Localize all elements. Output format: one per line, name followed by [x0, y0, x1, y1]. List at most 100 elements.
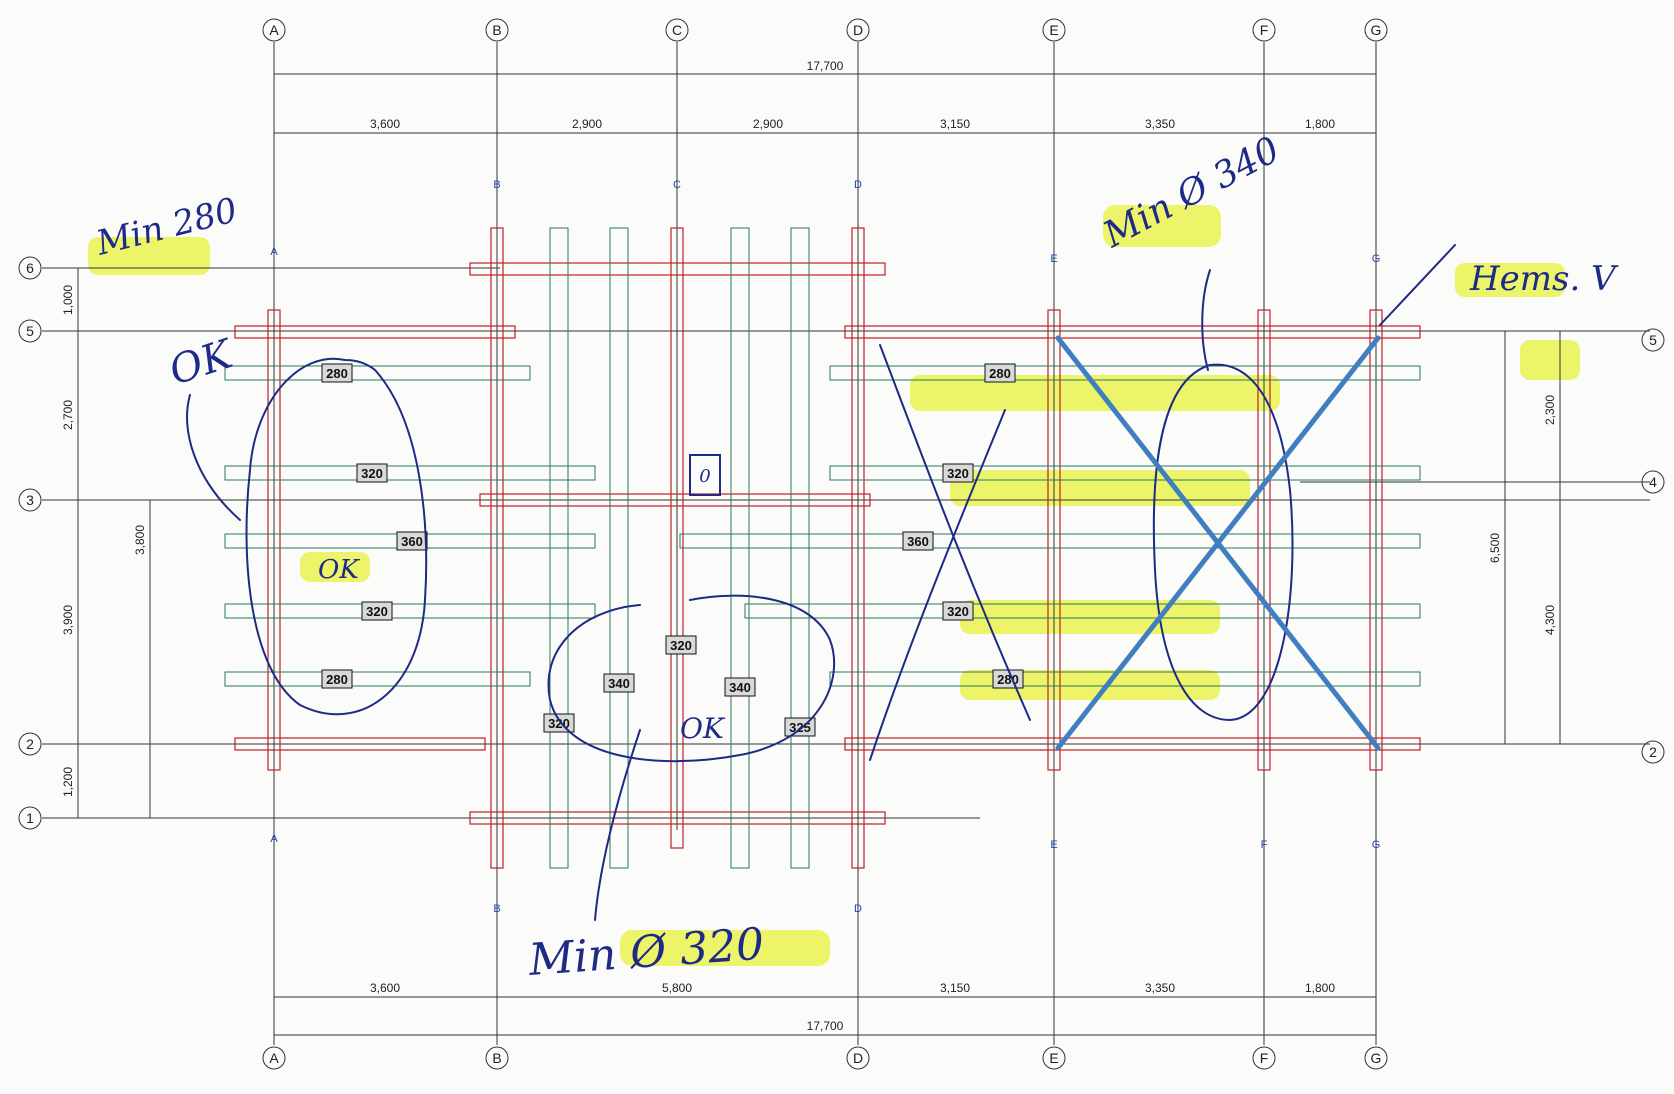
size-tag-d1: 280: [989, 366, 1011, 381]
row-label-3: 3: [26, 492, 34, 508]
size-tag: 340: [724, 677, 756, 697]
size-tag-a1: 280: [326, 366, 348, 381]
blue-mark-g-bottom: G: [1372, 839, 1381, 851]
row-label-4-right: 4: [1649, 474, 1657, 490]
ink-loop-zone-c: [547, 594, 835, 763]
size-tag-d2: 320: [947, 466, 969, 481]
hand-ink: [186, 244, 1456, 921]
blue-mark-f-bottom: F: [1261, 839, 1268, 851]
size-tag-c2: 340: [608, 676, 630, 691]
joists-horizontal: [224, 365, 1421, 687]
size-tag-c1: 320: [670, 638, 692, 653]
dim-top-6: 1,800: [1305, 117, 1335, 131]
col-label-f: F: [1260, 22, 1269, 38]
dimension-lines: [77, 73, 1561, 1036]
highlight-row-a: [910, 375, 1280, 411]
dim-top-2: 2,900: [572, 117, 602, 131]
highlight-row-b: [950, 470, 1250, 506]
col-label-a: A: [269, 22, 279, 38]
highlight-min320: [620, 930, 830, 966]
dim-right-2: 4,300: [1543, 605, 1557, 635]
row-label-2: 2: [26, 736, 34, 752]
col-label-b: B: [492, 22, 501, 38]
highlight-row-d: [960, 670, 1220, 700]
highlight-min280: [88, 237, 210, 275]
dim-top-3: 2,900: [753, 117, 783, 131]
col-label-b-bottom: B: [492, 1050, 501, 1066]
handwritten-notes: Min 280 OK OK OK Min Ø 340 Min Ø 320 Hem…: [92, 129, 1620, 986]
size-tag-a5: 280: [326, 672, 348, 687]
ink-tail-zone-a: [186, 394, 241, 521]
size-tag: 320: [356, 463, 388, 483]
row-label-2-right: 2: [1649, 744, 1657, 760]
size-tags: 280 320 360 320 280 320 340 340 320 325 …: [321, 363, 1024, 737]
size-tag: 320: [361, 601, 393, 621]
blue-grid-marks: A B C D E G A B D E F G: [270, 179, 1380, 915]
size-tag: 280: [984, 363, 1016, 383]
size-tag: 360: [902, 531, 934, 551]
note-right: Hems. V: [1469, 259, 1619, 299]
row-label-5: 5: [26, 323, 34, 339]
ink-tail-zone-e: [1201, 269, 1211, 371]
size-tag: 360: [396, 531, 428, 551]
blue-mark-a: A: [270, 246, 278, 258]
highlight-ok2: [300, 552, 370, 582]
dim-left-4: 3,800: [133, 525, 147, 555]
highlight-row-c: [960, 600, 1220, 634]
size-tag: 320: [543, 713, 575, 733]
note-ok-zone-c: OK: [680, 712, 726, 745]
size-tag: 320: [942, 463, 974, 483]
blue-mark-c: C: [673, 179, 681, 191]
size-tag-d4: 320: [947, 604, 969, 619]
size-tag-a4: 320: [366, 604, 388, 619]
dim-top-1: 3,600: [370, 117, 400, 131]
dim-bottom-3: 3,150: [940, 981, 970, 995]
boxed-marker-label: 0: [699, 466, 710, 487]
grid-bubble-labels: A B C D E F G A B D E F G 6 5 3 2 1 5 4 …: [26, 22, 1657, 1066]
dim-right-outer: 6,500: [1488, 533, 1502, 563]
col-label-g-bottom: G: [1371, 1050, 1382, 1066]
size-tag-c3: 340: [729, 680, 751, 695]
col-label-e-bottom: E: [1049, 1050, 1058, 1066]
dim-left-1: 1,000: [61, 285, 75, 315]
ink-stroke-2: [869, 409, 1006, 761]
ink-leader-right: [1379, 244, 1456, 326]
cross-mark: [1055, 335, 1381, 751]
size-tag-d3: 360: [907, 534, 929, 549]
highlight-note: [1455, 263, 1565, 297]
blue-mark-d: D: [854, 179, 862, 191]
col-label-f-bottom: F: [1260, 1050, 1269, 1066]
size-tag: 320: [942, 601, 974, 621]
size-tag-a3: 360: [401, 534, 423, 549]
col-label-a-bottom: A: [269, 1050, 279, 1066]
note-ok-zone-a2: OK: [318, 555, 360, 585]
dim-top-4: 3,150: [940, 117, 970, 131]
dim-bottom-2: 5,800: [662, 981, 692, 995]
row-label-5-right: 5: [1649, 332, 1657, 348]
col-label-d: D: [853, 22, 863, 38]
blue-mark-d-bottom: D: [854, 903, 862, 915]
size-tag: 280: [992, 669, 1024, 689]
highlight-note-2: [1520, 340, 1580, 380]
ink-loop-zone-a: [245, 357, 428, 716]
blue-mark-e-bottom: E: [1050, 839, 1057, 851]
dim-left-5: 1,200: [61, 767, 75, 797]
dim-bottom-4: 3,350: [1145, 981, 1175, 995]
size-tag: 320: [665, 635, 697, 655]
size-tag: 340: [603, 673, 635, 693]
note-ok-zone-a: OK: [164, 331, 240, 395]
dimension-labels: 17,700 3,600 2,900 2,900 3,150 3,350 1,8…: [61, 59, 1557, 1033]
grid-bubbles: [18, 18, 1665, 1070]
size-tag-a2: 320: [361, 466, 383, 481]
blue-mark-b-bottom: B: [493, 903, 500, 915]
blue-mark-e: E: [1050, 253, 1057, 265]
row-label-1: 1: [26, 810, 34, 826]
blue-mark-a-bottom: A: [270, 833, 278, 845]
dim-bottom-1: 3,600: [370, 981, 400, 995]
highlighter-marks: [88, 205, 1580, 966]
ink-loop-zone-e: [1152, 363, 1294, 722]
blue-mark-b: B: [493, 179, 500, 191]
dim-bottom-total: 17,700: [807, 1019, 844, 1033]
col-label-g: G: [1371, 22, 1382, 38]
